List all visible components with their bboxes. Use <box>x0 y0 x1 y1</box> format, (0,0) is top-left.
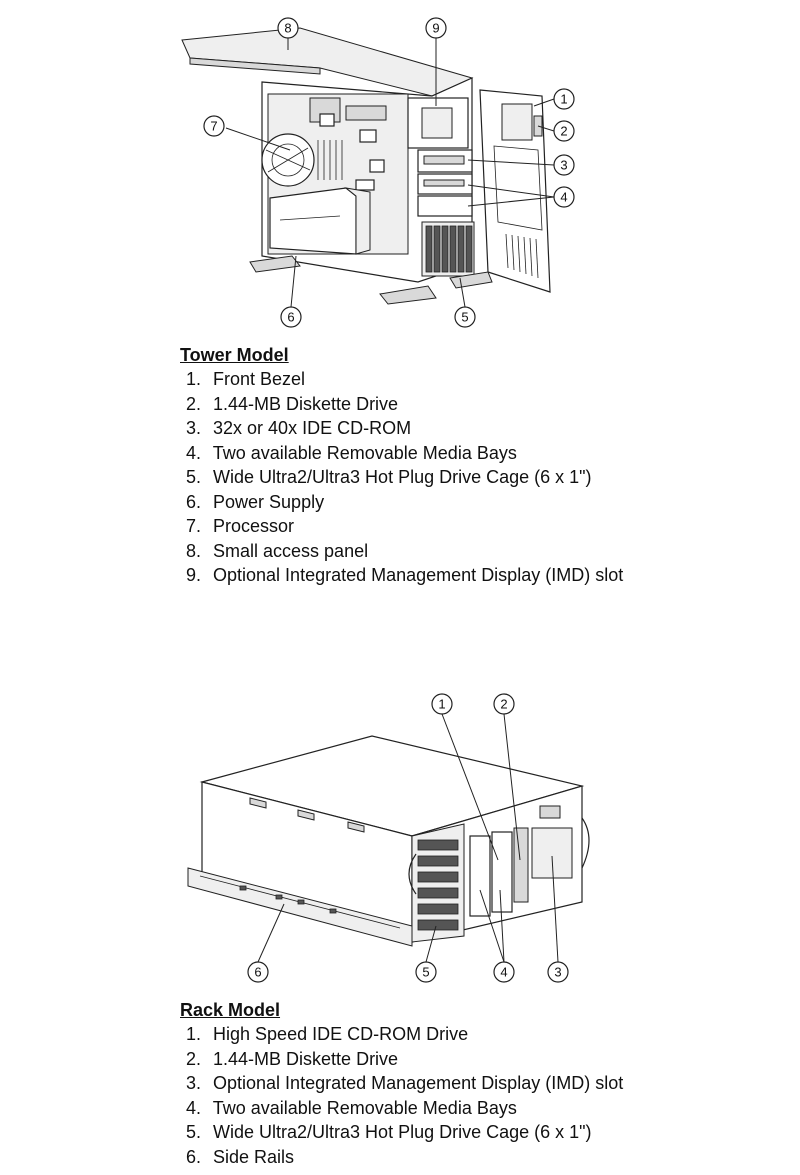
rack-callout-3: 3 <box>547 961 569 983</box>
tower-model-illustration: 8 9 1 2 3 4 7 6 5 <box>181 17 575 328</box>
list-item: 1. Front Bezel <box>186 369 306 389</box>
rack-model-illustration: 1 2 6 5 4 3 <box>187 693 590 983</box>
list-item: 3. 32x or 40x IDE CD-ROM <box>186 418 412 438</box>
tower-callout-9: 9 <box>425 17 447 39</box>
list-item: 6. Side Rails <box>186 1146 295 1167</box>
rack-callout-4: 4 <box>493 961 515 983</box>
list-item: 4. Two available Removable Media Bays <box>186 442 517 463</box>
list-item: 9. Optional Integrated Management Displa… <box>186 565 624 585</box>
svg-text:6: 6 <box>287 310 294 325</box>
list-item: 8. Small access panel <box>186 540 369 561</box>
svg-text:3: 3 <box>560 158 567 173</box>
rack-callout-1: 1 <box>431 693 453 715</box>
svg-text:9: 9 <box>432 21 439 36</box>
svg-text:1: 1 <box>438 697 445 712</box>
list-item: 5. Wide Ultra2/Ultra3 Hot Plug Drive Cag… <box>186 1122 592 1142</box>
rack-callout-5: 5 <box>415 961 437 983</box>
svg-text:8: 8 <box>284 21 291 36</box>
tower-callout-7: 7 <box>203 115 225 137</box>
list-item: 5. Wide Ultra2/Ultra3 Hot Plug Drive Cag… <box>186 467 592 487</box>
rack-legend: Rack Model 1. High Speed IDE CD-ROM Driv… <box>180 998 623 1169</box>
rack-model-title: Rack Model <box>180 1000 281 1020</box>
tower-callout-1: 1 <box>553 88 575 110</box>
tower-callout-8: 8 <box>277 17 299 39</box>
list-item: 1. High Speed IDE CD-ROM Drive <box>186 1024 469 1044</box>
rack-callout-2: 2 <box>493 693 515 715</box>
svg-text:4: 4 <box>560 190 567 205</box>
tower-callout-2: 2 <box>553 120 575 142</box>
svg-text:2: 2 <box>560 124 567 139</box>
svg-text:5: 5 <box>461 310 468 325</box>
svg-text:6: 6 <box>254 965 261 980</box>
tower-callout-5: 5 <box>454 306 476 328</box>
tower-callout-6: 6 <box>280 306 302 328</box>
rack-parts-list: 1. High Speed IDE CD-ROM Drive 2. 1.44-M… <box>180 1022 623 1169</box>
list-item: 3. Optional Integrated Management Displa… <box>186 1073 624 1093</box>
rack-callout-6: 6 <box>247 961 269 983</box>
list-item: 7. Processor <box>186 516 295 536</box>
tower-parts-list: 1. Front Bezel 2. 1.44-MB Diskette Drive… <box>180 367 623 588</box>
list-item: 4. Two available Removable Media Bays <box>186 1097 517 1118</box>
tower-legend: Tower Model 1. Front Bezel 2. 1.44-MB Di… <box>180 343 623 588</box>
svg-text:3: 3 <box>554 965 561 980</box>
list-item: 2. 1.44-MB Diskette Drive <box>186 393 399 414</box>
tower-callout-3: 3 <box>553 154 575 176</box>
svg-text:4: 4 <box>500 965 507 980</box>
list-item: 6. Power Supply <box>186 491 325 512</box>
svg-text:1: 1 <box>560 92 567 107</box>
svg-text:2: 2 <box>500 697 507 712</box>
tower-model-title: Tower Model <box>180 345 289 365</box>
svg-text:5: 5 <box>422 965 429 980</box>
tower-callout-4: 4 <box>553 186 575 208</box>
list-item: 2. 1.44-MB Diskette Drive <box>186 1048 399 1069</box>
svg-text:7: 7 <box>210 119 217 134</box>
